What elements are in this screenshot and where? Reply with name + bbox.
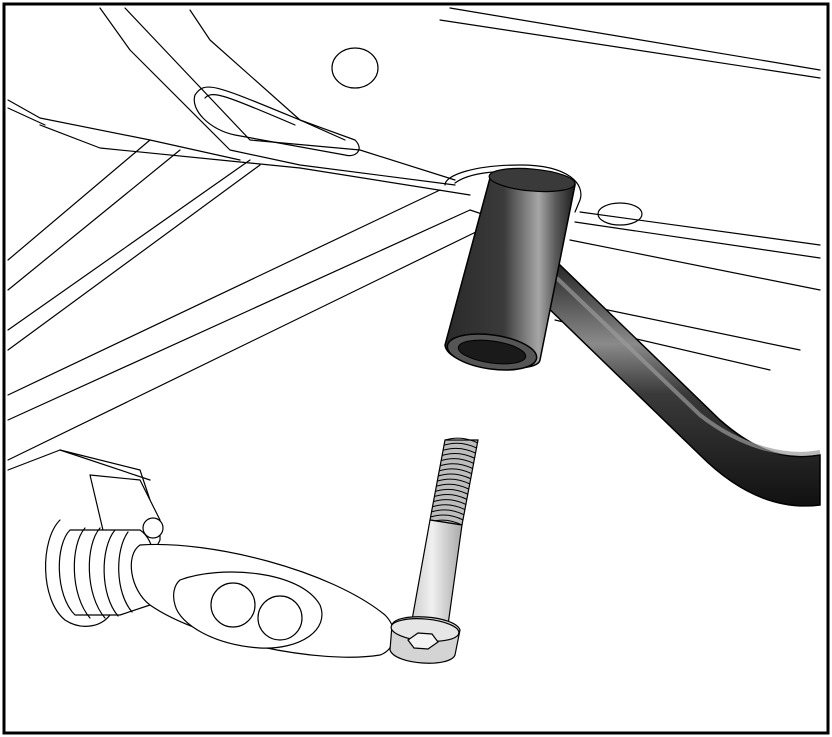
thread-ridge — [433, 499, 467, 505]
thread-ridge — [443, 442, 478, 449]
socket-head-cap-screw — [389, 437, 479, 664]
thread-ridge — [439, 468, 473, 475]
thread-ridge — [435, 488, 469, 495]
thread-ridge — [432, 504, 466, 511]
peg-hole-left — [210, 582, 256, 628]
hex-socket-icon — [407, 632, 439, 650]
thread-ridge — [430, 514, 464, 521]
crash-bar-tube — [519, 255, 821, 507]
thread-ridge — [442, 452, 476, 459]
thread-ridge — [444, 437, 479, 444]
thread-ridge — [436, 483, 470, 490]
frame-hole-small — [597, 202, 643, 226]
thread-ridge — [431, 509, 465, 516]
footpeg-bracket — [44, 474, 395, 658]
frame-hole — [331, 47, 379, 89]
thread-ridge — [440, 463, 474, 470]
peg-hole-right — [257, 595, 303, 641]
thread-ridge — [438, 473, 472, 480]
thread-ridge — [434, 493, 468, 500]
thread-ridge — [442, 447, 477, 454]
mounting-sleeve — [444, 167, 576, 371]
frame-bracket — [7, 7, 821, 501]
thread-ridge — [441, 458, 475, 464]
thread-ridge — [437, 478, 471, 485]
